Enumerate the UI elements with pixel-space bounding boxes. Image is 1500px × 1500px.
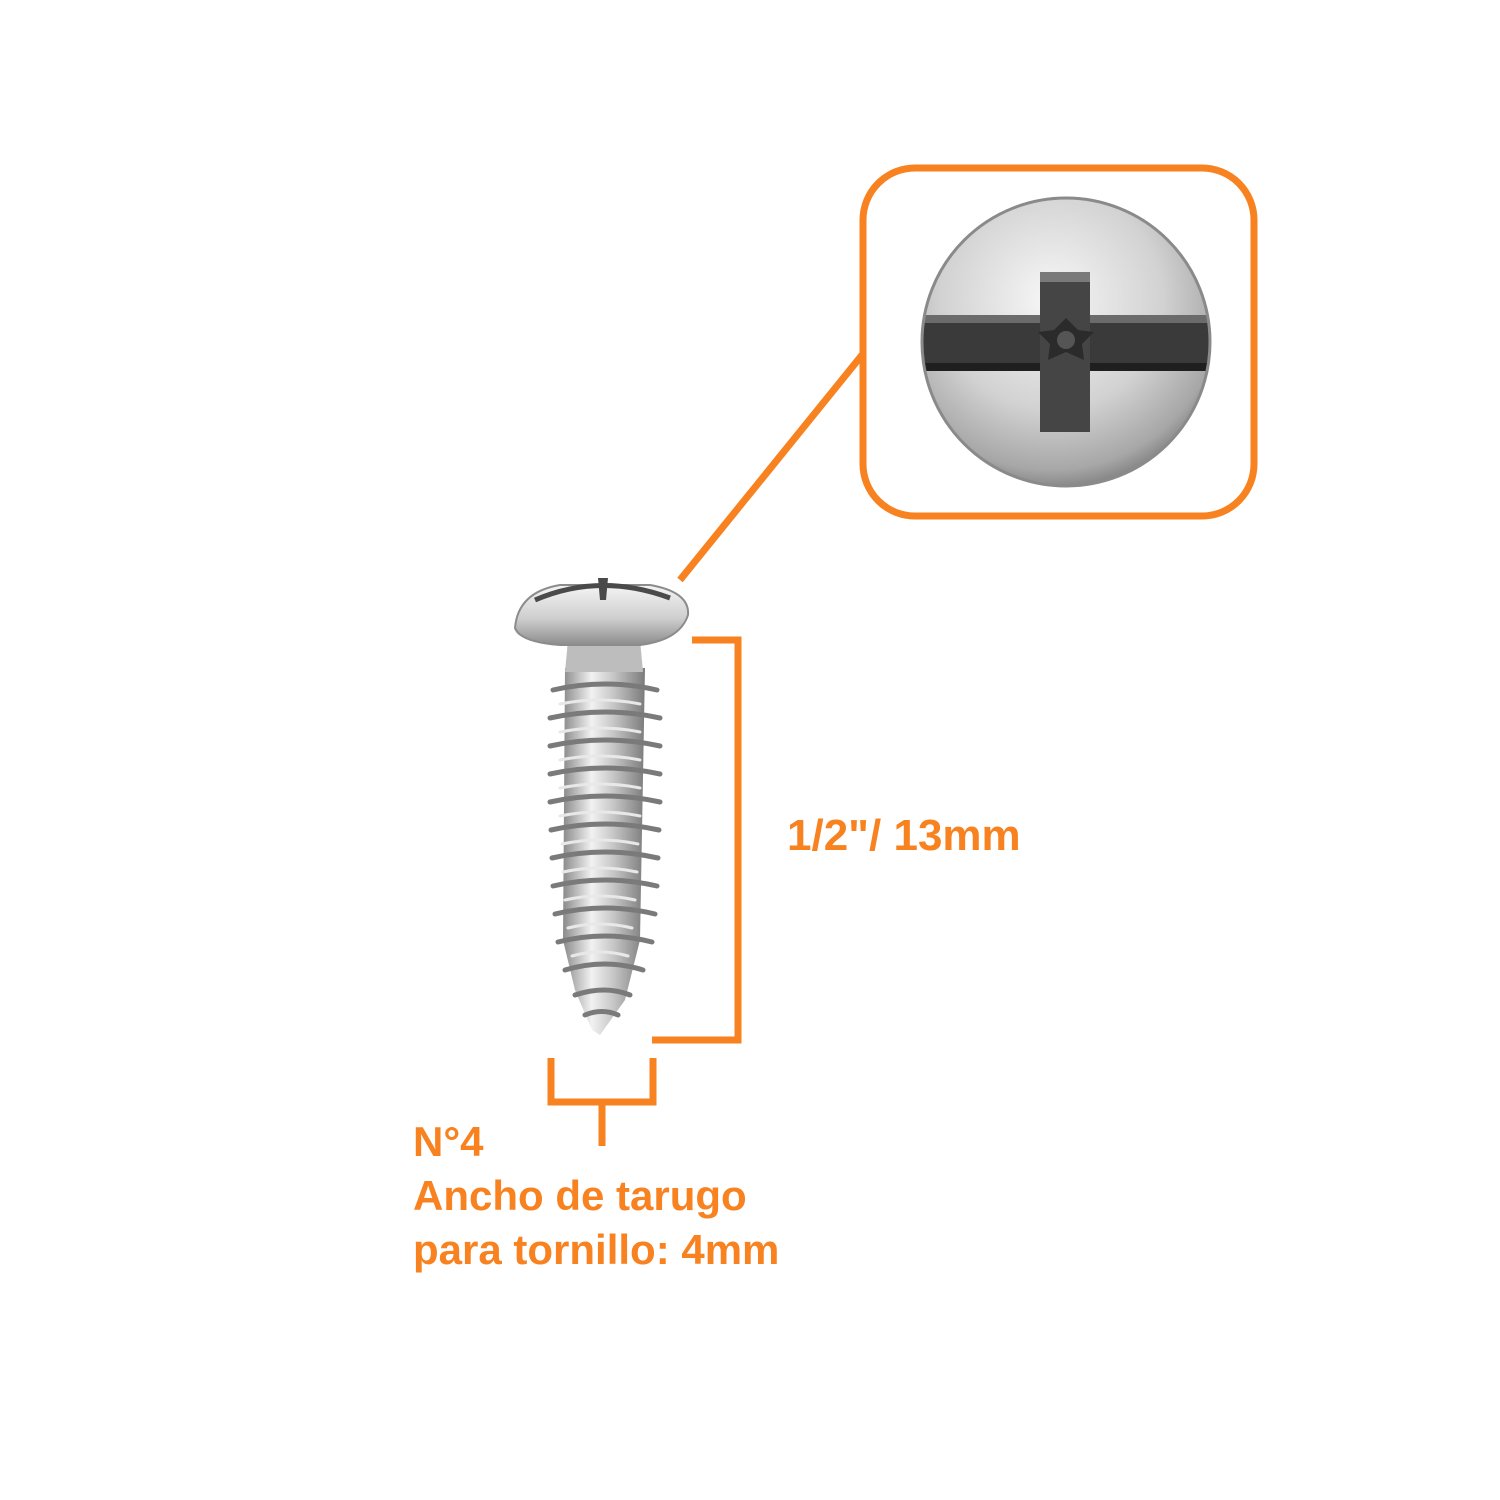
width-dimension-text: N°4 Ancho de tarugo para tornillo: 4mm (413, 1115, 779, 1277)
width-dimension-bracket (547, 1058, 657, 1146)
length-dimension-bracket (652, 636, 742, 1044)
gauge-label: N°4 (413, 1118, 484, 1165)
screw-icon (513, 578, 690, 1035)
length-dimension-label: 1/2"/ 13mm (787, 811, 1021, 860)
phillips-slotted-head-icon (920, 196, 1212, 488)
callout-connector-line (677, 352, 865, 583)
plug-width-line-2: para tornillo: 4mm (413, 1226, 780, 1273)
plug-width-line-1: Ancho de tarugo (413, 1172, 747, 1219)
